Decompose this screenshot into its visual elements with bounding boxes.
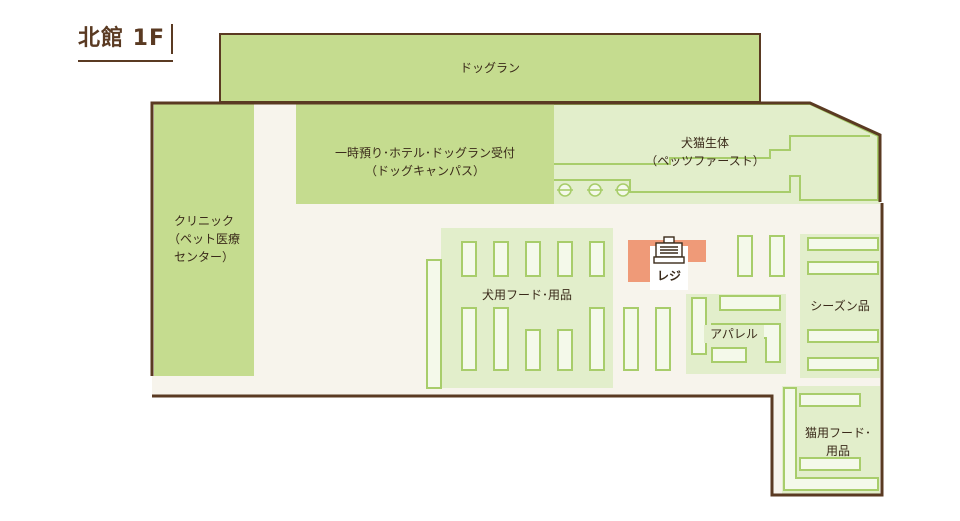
- dogrun-label-text: ドッグラン: [459, 61, 520, 75]
- apparel-label-text: アパレル: [710, 327, 758, 341]
- reception-label[interactable]: 一時預り･ホテル･ドッグラン受付 （ドッグキャンパス）: [296, 144, 554, 180]
- seasonal-label[interactable]: シーズン品: [802, 297, 878, 315]
- clinic-label-line1: クリニック: [173, 214, 234, 228]
- reception-label-line1: 一時預り･ホテル･ドッグラン受付: [334, 146, 515, 160]
- dogfood-wall-shelf: [426, 259, 442, 389]
- petlife-label-line1: 犬猫生体: [680, 136, 729, 150]
- dogrun-label[interactable]: ドッグラン: [220, 59, 760, 77]
- reception-area: [296, 104, 554, 204]
- dogfood-label[interactable]: 犬用フード･用品: [466, 286, 588, 304]
- building-lower-wall: [152, 203, 884, 497]
- dogfood-shelves: [461, 241, 605, 371]
- register-label[interactable]: レジ: [650, 267, 688, 285]
- middle-shelves: [623, 235, 785, 371]
- catfood-label-line2: 用品: [825, 444, 850, 458]
- table-icon: [557, 183, 631, 197]
- catfood-label[interactable]: 猫用フード･ 用品: [796, 424, 880, 460]
- petlife-area: [554, 104, 880, 204]
- petlife-label-line2: （ペッツファースト）: [645, 154, 765, 168]
- floor-title: 北館 1F: [78, 22, 173, 62]
- title-underline: [78, 60, 173, 62]
- dogrun-area: [219, 33, 761, 103]
- catfood-label-line1: 猫用フード･: [804, 426, 871, 440]
- clinic-area: [154, 104, 254, 376]
- title-divider: [171, 24, 173, 54]
- dogfood-label-text: 犬用フード･用品: [481, 288, 572, 302]
- clinic-label[interactable]: クリニック （ペット医療 センター）: [154, 212, 254, 266]
- clinic-label-line2: （ペット医療: [167, 232, 240, 246]
- apparel-label[interactable]: アパレル: [704, 325, 764, 343]
- cash-register-icon: [653, 236, 685, 264]
- seasonal-label-text: シーズン品: [810, 299, 870, 313]
- building-outer-wall: [150, 101, 882, 376]
- petlife-inner-shelf: [554, 135, 870, 165]
- floor-title-text: 北館 1F: [78, 26, 165, 51]
- clinic-label-line3: センター）: [173, 250, 234, 264]
- register-label-text: レジ: [656, 269, 681, 283]
- petlife-label[interactable]: 犬猫生体 （ペッツファースト）: [630, 134, 780, 170]
- reception-label-line2: （ドッグキャンパス）: [364, 164, 485, 178]
- catfood-shelves: [783, 387, 879, 491]
- seasonal-shelves: [807, 237, 879, 371]
